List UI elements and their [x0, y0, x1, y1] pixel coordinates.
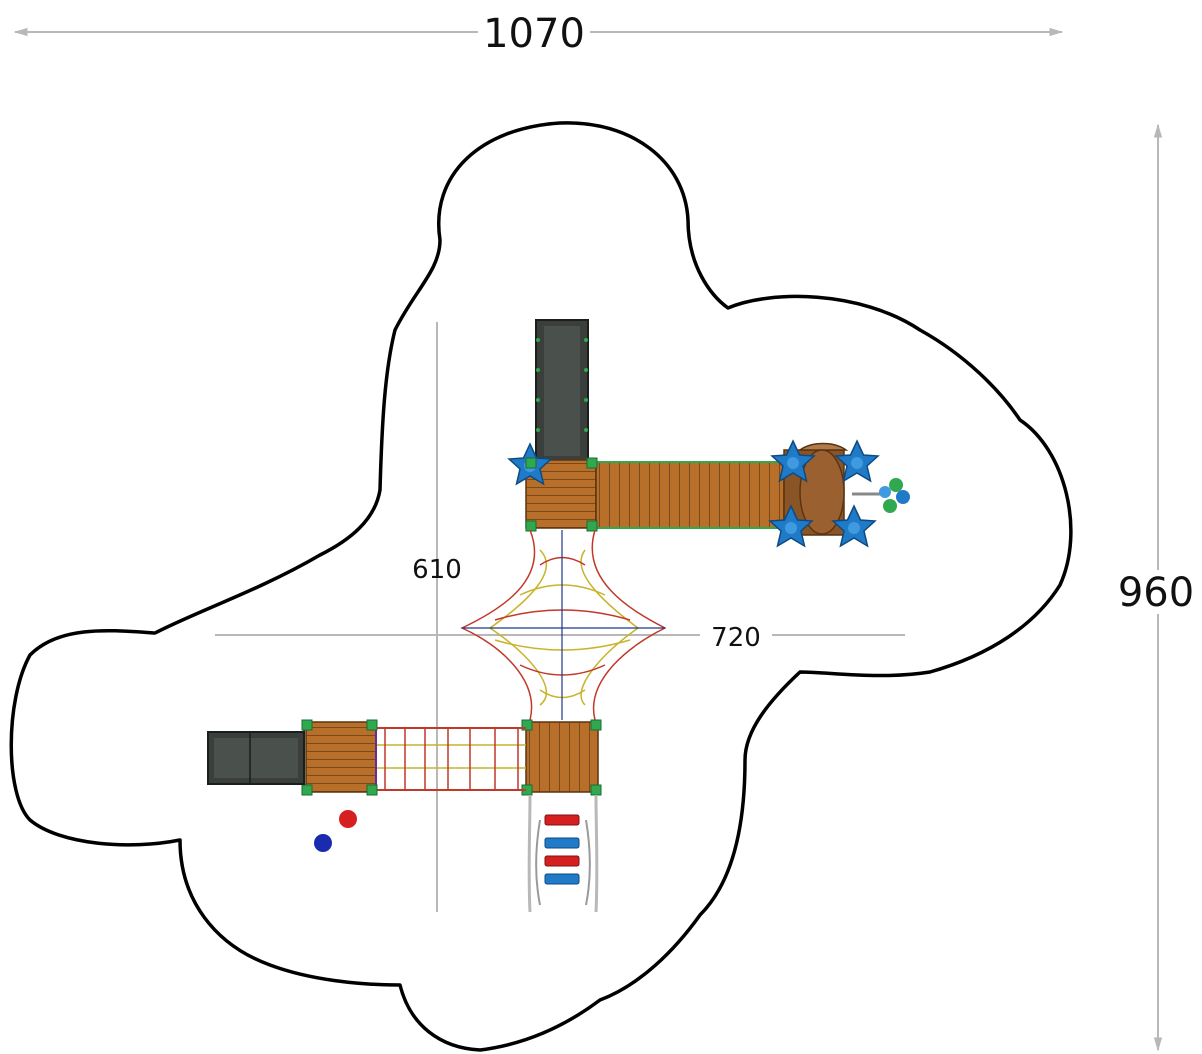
spider-net-climber: [460, 529, 667, 721]
post: [301, 784, 313, 796]
equipment-width-label: 720: [711, 623, 761, 653]
overall-depth-dimension: 960: [1112, 123, 1200, 1052]
overall-depth-label: 960: [1118, 570, 1194, 616]
post: [525, 457, 537, 469]
post: [366, 784, 378, 796]
post: [586, 520, 598, 532]
bottom-deck: [525, 721, 599, 793]
post: [590, 784, 602, 796]
equipment-depth-label: 610: [412, 555, 462, 585]
post: [301, 719, 313, 731]
climbing-ladder: [527, 794, 599, 913]
rope-bridge: [376, 727, 526, 791]
red-ball: [339, 810, 357, 828]
equipment-width-dimension: 720: [215, 620, 905, 653]
top-bridge: [595, 461, 785, 529]
overall-width-label: 1070: [483, 11, 585, 57]
periscope: [852, 478, 910, 513]
top-slide: [535, 319, 589, 463]
left-deck: [303, 721, 377, 793]
post: [525, 520, 537, 532]
overall-width-dimension: 1070: [13, 10, 1064, 57]
blue-ball: [314, 834, 332, 852]
left-slide: [207, 731, 305, 785]
safety-zone-outline: [9, 121, 1073, 1052]
post: [586, 457, 598, 469]
equipment-depth-dimension: 610: [412, 322, 462, 912]
post: [366, 719, 378, 731]
post: [590, 719, 602, 731]
